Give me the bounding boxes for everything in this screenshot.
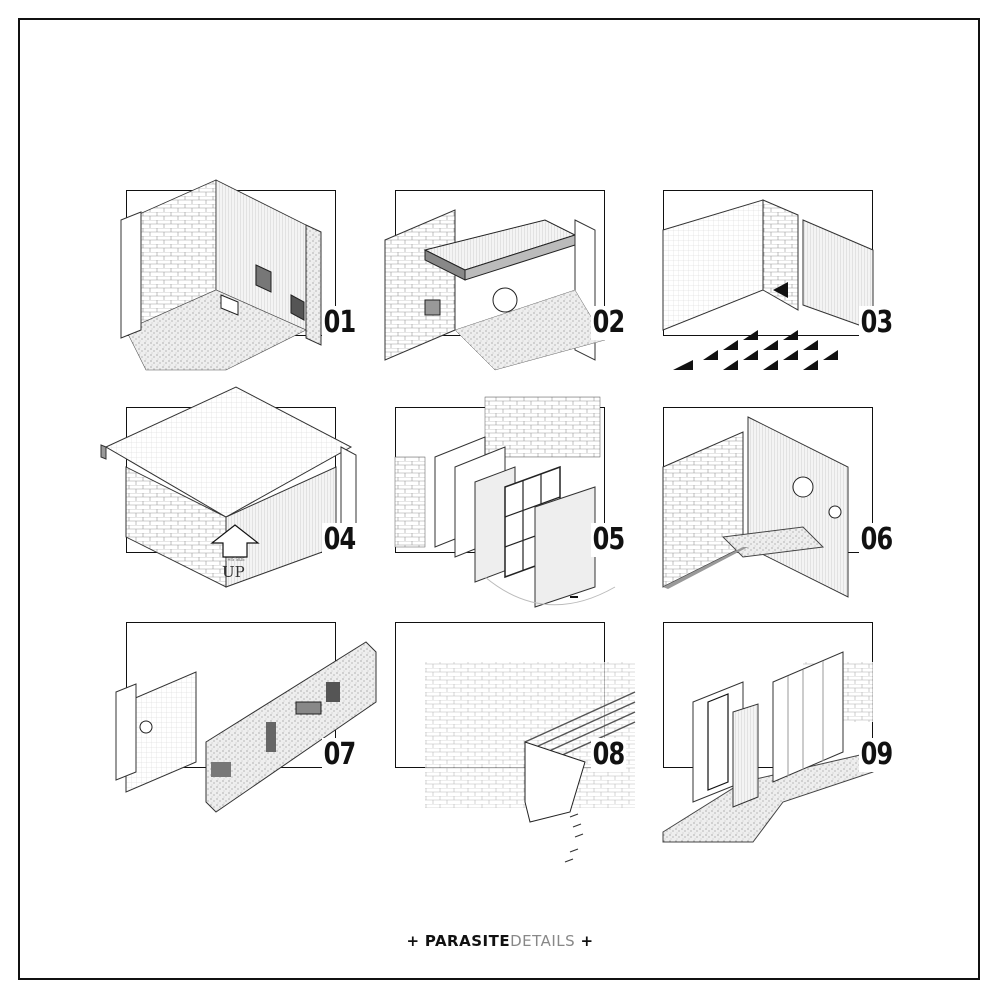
detail-panel-04: THIS SIDE UP 04	[100, 386, 357, 588]
detail-panel-01: 01	[120, 179, 357, 371]
detail-panel-07: 07	[115, 612, 377, 813]
panel-number: 07	[322, 737, 357, 772]
isometric-drawing-02	[384, 209, 606, 371]
title-suffix: +	[580, 932, 594, 950]
panel-number: 09	[859, 737, 894, 772]
panel-number: 02	[591, 305, 626, 340]
up-label: UP	[222, 563, 245, 581]
isometric-drawing-04	[100, 386, 357, 588]
up-arrow-icon	[210, 524, 260, 558]
detail-panel-06: 06	[662, 397, 894, 598]
title-light: DETAILS	[510, 932, 576, 950]
isometric-drawing-07	[115, 641, 377, 813]
detail-panel-05: 05	[394, 396, 626, 608]
isometric-drawing-03	[662, 199, 874, 370]
sheet-border	[18, 18, 980, 980]
panel-number: 06	[859, 522, 894, 557]
detail-panel-09: 09	[662, 612, 894, 843]
isometric-drawing-09	[662, 651, 874, 843]
panel-number: 01	[322, 305, 357, 340]
panel-number: 04	[322, 522, 357, 557]
detail-panel-02: 02	[384, 180, 626, 371]
panel-number: 08	[591, 737, 626, 772]
detail-panel-03: 03	[662, 180, 894, 370]
isometric-drawing-05	[394, 396, 616, 608]
detail-panel-08: 08	[395, 612, 636, 863]
title-prefix: +	[406, 932, 420, 950]
isometric-drawing-06	[662, 416, 849, 598]
sheet-title: + PARASITEDETAILS +	[0, 932, 1000, 950]
this-side-text: THIS SIDE	[225, 557, 245, 562]
isometric-drawing-01	[120, 179, 322, 371]
panel-number: 03	[859, 305, 894, 340]
panel-number: 05	[591, 522, 626, 557]
title-bold: PARASITE	[424, 932, 511, 950]
isometric-drawing-08	[425, 662, 636, 863]
